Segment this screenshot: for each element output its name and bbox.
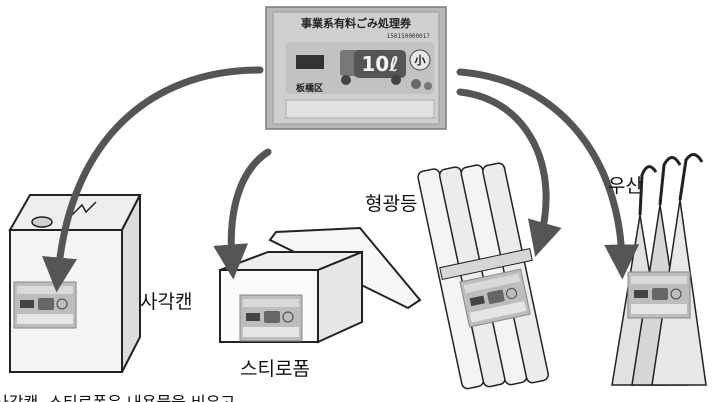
label-styrofoam: 스티로폼 (240, 358, 310, 380)
arrow-to-fluorescent (456, 88, 562, 257)
arrow-to-umbrella (456, 68, 640, 280)
garbage-bags-icon (411, 79, 432, 90)
ward-logo-icon (296, 55, 324, 69)
disposal-ticket: 事業系有料ごみ処理券 150150000017 10ℓ 小 板橋区 (265, 6, 447, 130)
garbage-truck-icon (340, 50, 406, 85)
arrows (42, 66, 640, 293)
label-square-can: 사각캔 (140, 291, 192, 313)
ticket-ward: 板橋区 (296, 82, 323, 94)
ticket-title: 事業系有料ごみ処理券 (301, 16, 412, 30)
square-can-illustration (8, 194, 142, 373)
umbrellas-illustration (611, 153, 707, 386)
arrow-to-styrofoam (213, 148, 272, 280)
fluorescent-tubes-illustration (417, 162, 549, 390)
ticket-number: 150150000017 (387, 33, 431, 40)
ticket-size: 小 (414, 53, 426, 67)
label-fluorescent: 형광등 (365, 193, 417, 215)
label-umbrella: 우산 (608, 175, 643, 197)
arrow-to-can (42, 66, 264, 293)
ticket-volume: 10ℓ (361, 52, 398, 76)
styrofoam-box-illustration (219, 226, 422, 344)
bottom-caption: 사각캔, 스티로폼은 내용물을 비우고 (0, 393, 235, 402)
